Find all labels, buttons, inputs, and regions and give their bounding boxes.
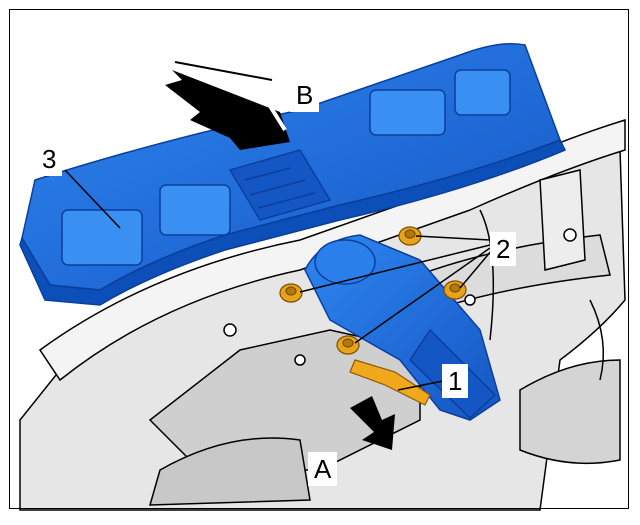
leader-lines [64, 169, 493, 391]
nut [443, 280, 467, 300]
label-nuts: 2 [490, 232, 517, 266]
label-motor: 1 [442, 364, 469, 398]
label-direction-b: B [290, 78, 320, 112]
nut [336, 335, 360, 355]
nuts-group [279, 226, 467, 355]
nut [398, 226, 422, 246]
direction-arrow-b [165, 61, 290, 150]
label-direction-a: A [308, 452, 338, 486]
label-seat-frame: 3 [36, 142, 63, 176]
seat-pan-component [19, 43, 567, 306]
orange-bracket [349, 359, 431, 406]
direction-arrow-a [350, 396, 395, 450]
nut [279, 283, 303, 303]
